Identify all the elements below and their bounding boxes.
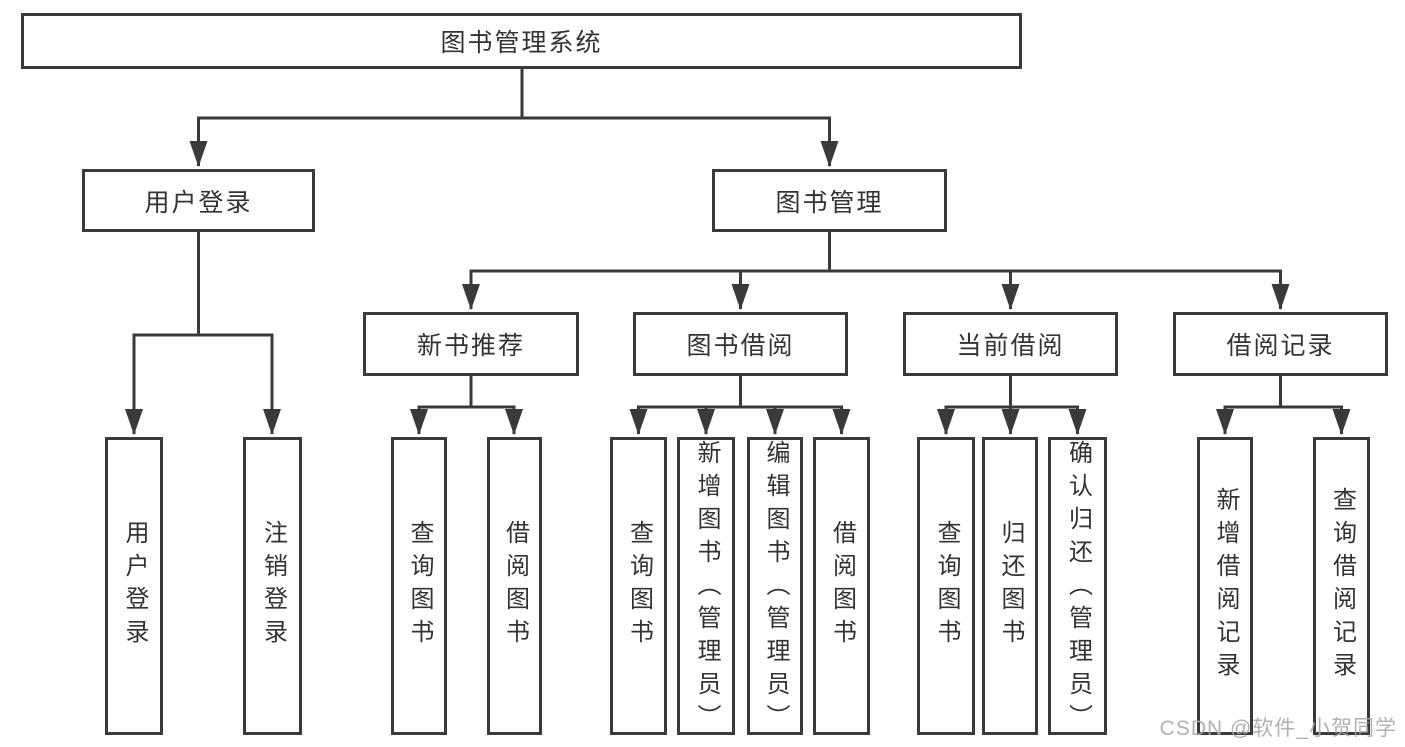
node-leaf-bb-edit: 编辑图书（管理员） [747,437,803,737]
node-leaf-cb-query: 查询图书 [917,437,975,735]
node-user-login: 用户登录 [82,169,315,232]
node-leaf-bb-query: 查询图书 [610,437,667,735]
node-leaf-nb-borrow: 借阅图书 [487,437,542,735]
node-new-books: 新书推荐 [363,312,579,376]
node-leaf-user-login: 用户登录 [105,437,163,735]
node-leaf-br-query: 查询借阅记录 [1313,437,1370,735]
node-root: 图书管理系统 [21,13,1022,69]
node-book-borrow: 图书借阅 [633,312,848,376]
node-borrow-records: 借阅记录 [1173,312,1388,376]
node-leaf-logout: 注销登录 [243,437,302,735]
node-current-borrow: 当前借阅 [903,312,1118,376]
node-leaf-nb-query: 查询图书 [391,437,447,735]
node-leaf-cb-return: 归还图书 [982,437,1038,735]
node-leaf-bb-add: 新增图书（管理员） [677,437,735,737]
node-leaf-br-add: 新增借阅记录 [1197,437,1253,735]
csdn-watermark: CSDN @软件_小贺同学 [1159,717,1397,740]
node-leaf-cb-confirm: 确认归还（管理员） [1048,437,1107,737]
node-book-mgmt: 图书管理 [712,169,947,232]
node-leaf-bb-borrow: 借阅图书 [813,437,870,735]
